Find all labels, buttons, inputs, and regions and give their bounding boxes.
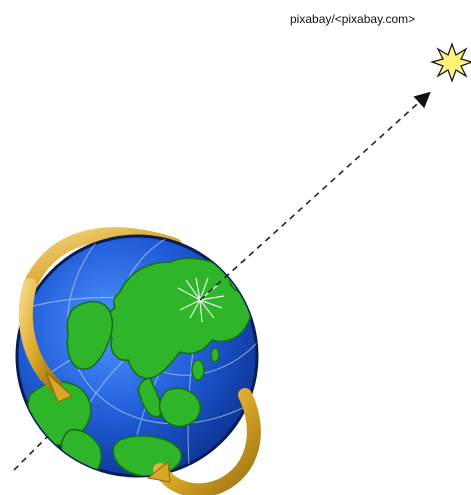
sun-star-icon [432, 44, 471, 81]
earth-axis-upper [200, 96, 426, 300]
image-credit: pixabay/<pixabay.com> [290, 12, 415, 26]
